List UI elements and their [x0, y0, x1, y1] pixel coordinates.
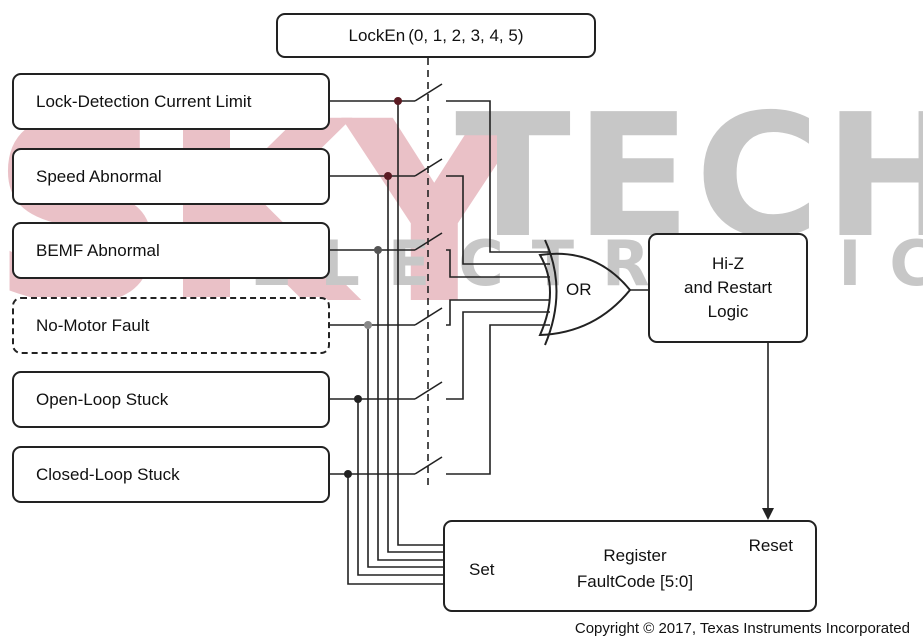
switch-0 [414, 83, 443, 102]
fault-source-speed-abnormal: Speed Abnormal [12, 148, 330, 205]
lockenable-values: (0, 1, 2, 3, 4, 5) [408, 25, 524, 45]
fault-source-bemf-abnormal: BEMF Abnormal [12, 222, 330, 279]
fault-source-label: Open-Loop Stuck [36, 389, 169, 409]
copyright-notice: Copyright © 2017, Texas Instruments Inco… [574, 620, 910, 637]
reset-arrowhead [762, 508, 774, 520]
restart-logic-line3: Logic [707, 302, 749, 321]
fault-source-lock-detection: Lock-Detection Current Limit [12, 73, 330, 130]
switch-1 [414, 158, 443, 177]
switch-3 [414, 307, 443, 326]
fault-source-label: Speed Abnormal [36, 166, 162, 186]
watermark-electronic: ELECTRONIC [250, 227, 923, 300]
switch-4 [414, 381, 443, 400]
or-gate [538, 252, 632, 337]
register-reset-label: Reset [748, 536, 793, 555]
fault-source-label: Lock-Detection Current Limit [36, 91, 252, 111]
or-gate-label: OR [566, 280, 592, 299]
restart-logic-line1: Hi-Z [711, 254, 745, 273]
fault-source-label: No-Motor Fault [36, 315, 150, 335]
switch-2 [414, 232, 443, 251]
fault-source-open-loop-stuck: Open-Loop Stuck [12, 371, 330, 428]
lockenable-label: LockEn [348, 25, 406, 45]
fault-source-no-motor: No-Motor Fault [12, 297, 330, 354]
fault-source-label: Closed-Loop Stuck [36, 464, 180, 484]
restart-logic-line2: and Restart [684, 278, 772, 297]
fault-source-closed-loop-stuck: Closed-Loop Stuck [12, 446, 330, 503]
register-field: FaultCode [5:0] [576, 572, 694, 591]
lockenable-box: LockEn (0, 1, 2, 3, 4, 5) [276, 13, 596, 58]
register-name: Register [603, 546, 667, 565]
switch-5 [414, 456, 443, 475]
fault-source-label: BEMF Abnormal [36, 240, 160, 260]
fault-register-box: Set Reset Register FaultCode [5:0] [443, 520, 817, 612]
register-set-label: Set [469, 560, 495, 579]
restart-logic-box: Hi-Z and Restart Logic [648, 233, 808, 343]
